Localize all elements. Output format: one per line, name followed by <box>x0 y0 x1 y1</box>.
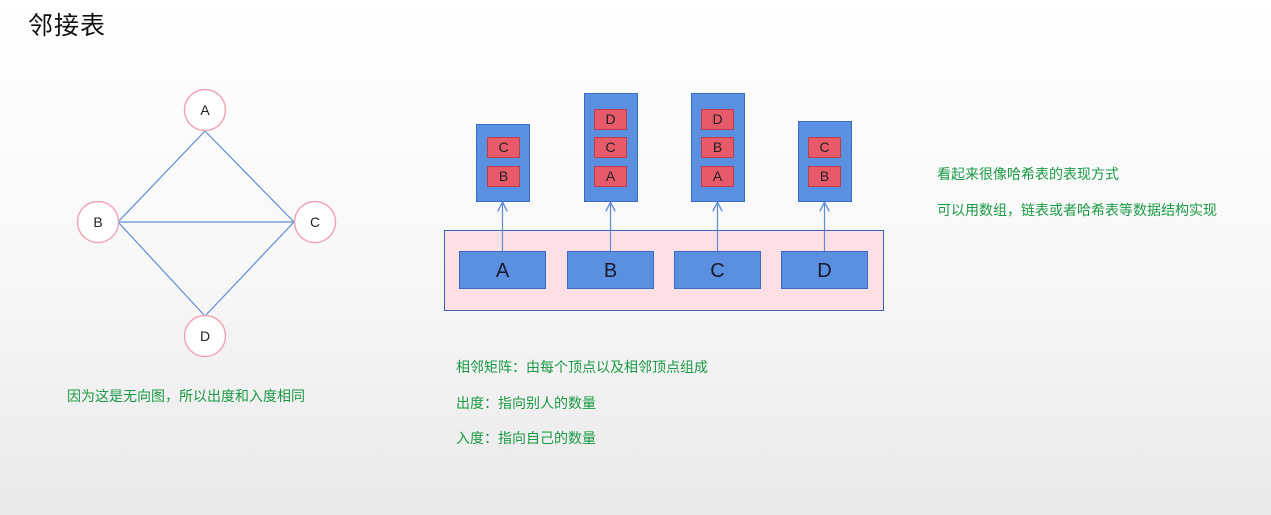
out-degree-note: 出度：指向别人的数量 <box>456 396 596 412</box>
edge-a-b <box>117 130 206 223</box>
list-item-label: D <box>712 111 722 127</box>
graph-node-b: B <box>76 200 120 244</box>
list-item-label: D <box>605 111 615 127</box>
implementation-note: 可以用数组，链表或者哈希表等数据结构实现 <box>937 203 1217 219</box>
graph-note: 因为这是无向图，所以出度和入度相同 <box>67 389 305 405</box>
edge-b-d <box>117 221 206 317</box>
base-vertex-d: D <box>781 251 868 289</box>
graph-node-c: C <box>293 200 337 244</box>
definition-note: 相邻矩阵：由每个顶点以及相邻顶点组成 <box>456 360 708 376</box>
list-item-label: C <box>819 139 829 155</box>
list-item-label: A <box>606 168 616 184</box>
graph-node-label: C <box>310 214 320 230</box>
graph-node-label: B <box>93 214 102 230</box>
base-vertex-a: A <box>459 251 546 289</box>
list-item-label: B <box>499 168 508 184</box>
base-vertex-label: C <box>710 260 724 282</box>
edge-a-c <box>204 130 295 223</box>
list-item-label: B <box>820 168 829 184</box>
graph-edges <box>117 130 295 317</box>
list-d: C B <box>798 121 852 202</box>
list-a: C B <box>476 124 530 202</box>
list-item-label: B <box>713 139 722 155</box>
edge-c-d <box>204 221 295 317</box>
graph-node-label: A <box>200 102 210 118</box>
graph-node-a: A <box>183 88 227 132</box>
base-vertex-label: B <box>604 260 617 282</box>
base-vertex-label: D <box>817 260 831 282</box>
list-item-label: A <box>713 168 723 184</box>
page-title: 邻接表 <box>28 11 107 40</box>
list-item-label: C <box>605 139 615 155</box>
in-degree-note: 入度：指向自己的数量 <box>456 431 596 447</box>
graph-node-d: D <box>183 314 227 358</box>
list-b: D C A <box>584 93 638 202</box>
list-item-label: C <box>498 139 508 155</box>
base-vertex-c: C <box>674 251 761 289</box>
base-vertex-label: A <box>496 260 510 282</box>
list-c: D B A <box>691 93 745 202</box>
hash-like-note: 看起来很像哈希表的表现方式 <box>937 167 1119 183</box>
base-vertex-b: B <box>567 251 654 289</box>
graph-node-label: D <box>200 328 210 344</box>
